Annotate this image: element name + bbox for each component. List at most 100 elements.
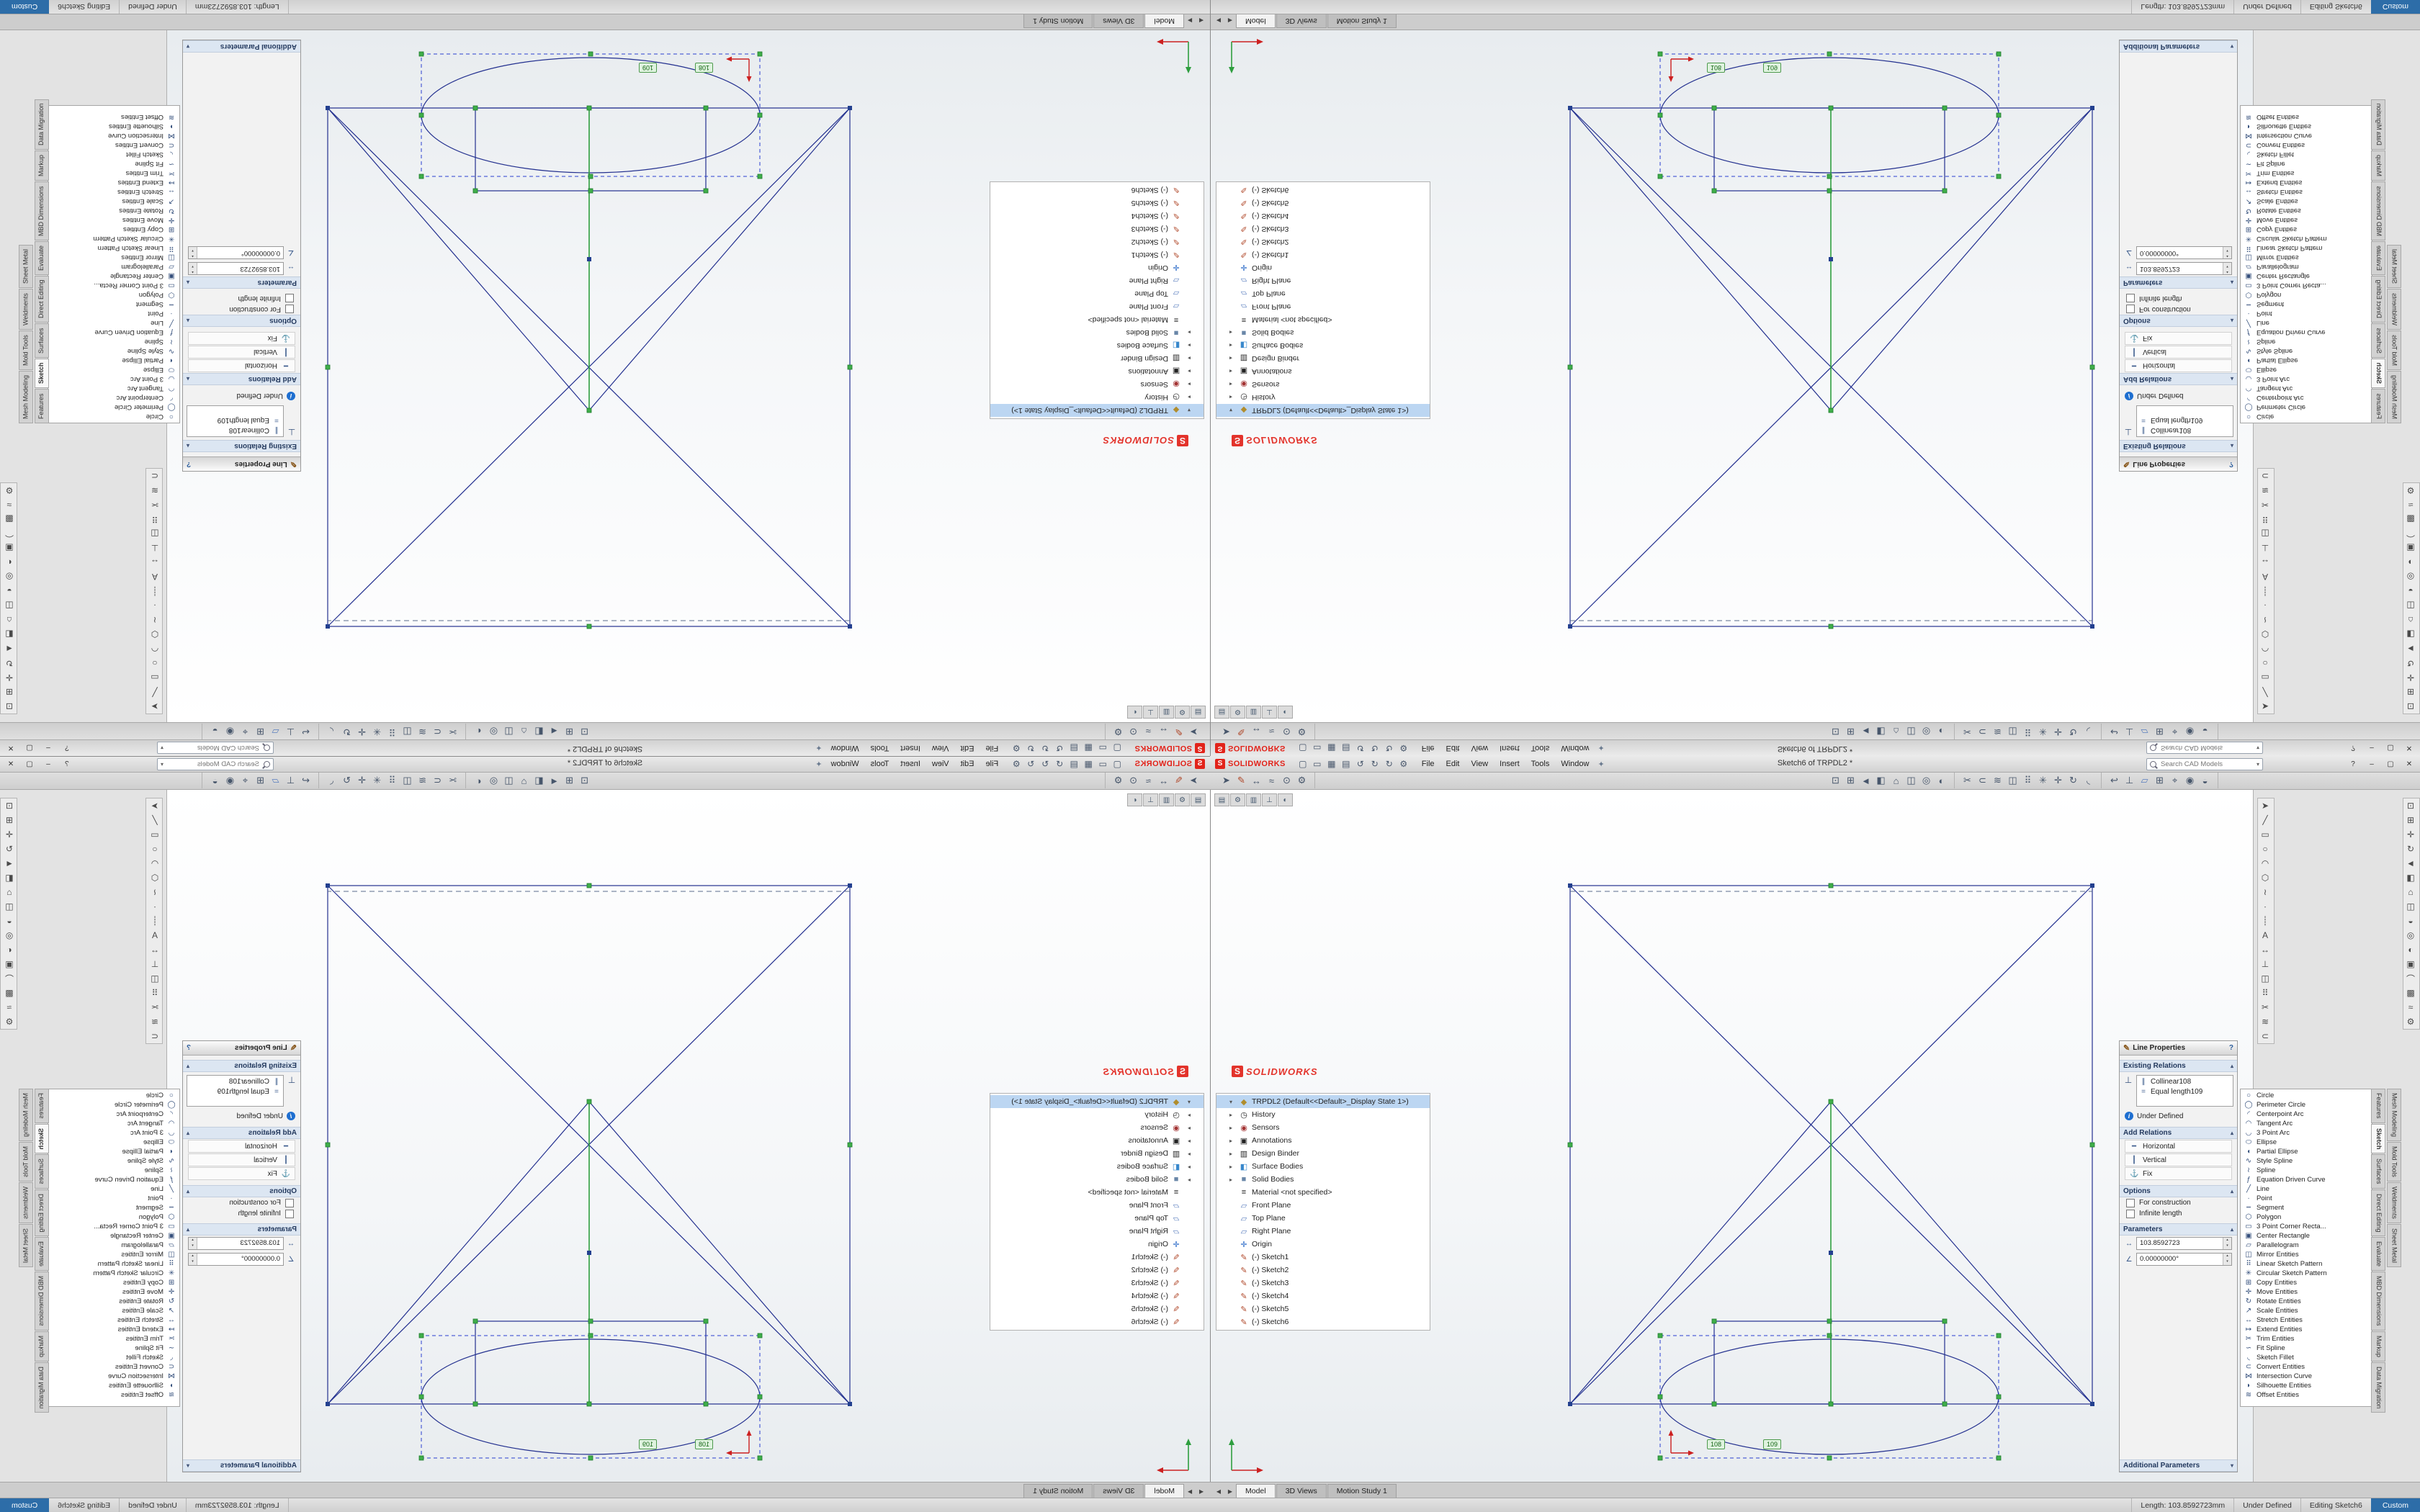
arc-icon[interactable]: ◠: [151, 644, 159, 654]
expand-arrow-icon[interactable]: ▸: [1187, 1111, 1191, 1118]
save-icon[interactable]: ▦: [1327, 759, 1336, 769]
menu-item[interactable]: Window: [1561, 760, 1590, 768]
shadows-icon[interactable]: ◒: [6, 586, 12, 596]
rectangle-icon[interactable]: ▭: [151, 672, 159, 683]
checkbox-icon[interactable]: [2126, 305, 2135, 314]
command-item[interactable]: ◠ Tangent Arc: [2241, 1119, 2372, 1128]
menu-item[interactable]: Edit: [1446, 744, 1460, 752]
command-tab[interactable]: Mold Tools: [2386, 1142, 2401, 1182]
sketch-triangle-line[interactable]: [327, 107, 590, 411]
maximize-button[interactable]: ▢: [26, 760, 33, 768]
tree-item[interactable]: ✎ (-) Sketch4: [1216, 1290, 1430, 1302]
trim-entities-icon[interactable]: ✂: [1963, 775, 1971, 786]
camera-icon[interactable]: ◉: [225, 726, 235, 737]
pin-menu-icon[interactable]: ✦: [815, 760, 823, 769]
command-item[interactable]: ◠ Tangent Arc: [2241, 384, 2372, 393]
normal-to-icon[interactable]: ⊥: [2125, 775, 2134, 786]
relation-badge[interactable]: 108: [694, 63, 713, 73]
section-view-icon[interactable]: ◧: [5, 629, 14, 639]
print-icon[interactable]: ▤: [1070, 743, 1078, 753]
command-item[interactable]: ⊞ Copy Entities: [48, 1278, 179, 1287]
command-item[interactable]: ⋈ Intersection Curve: [48, 131, 179, 140]
option-checkbox-row[interactable]: For construction: [183, 1197, 300, 1208]
offset-icon[interactable]: ≋: [151, 485, 159, 495]
sketch-ellipse[interactable]: [1659, 1338, 1999, 1455]
section-additional-parameters[interactable]: Additional Parameters ▾: [2120, 40, 2237, 53]
snap-icon[interactable]: ⌖: [242, 726, 248, 737]
menu-item[interactable]: View: [931, 744, 949, 752]
command-item[interactable]: ▭ 3 Point Corner Recta...: [2241, 1222, 2372, 1231]
text-icon[interactable]: A: [2262, 572, 2268, 582]
move-entities-icon[interactable]: ✛: [2054, 775, 2062, 786]
command-item[interactable]: ∿ Style Spline: [48, 346, 179, 356]
command-item[interactable]: ◗ Silhouette Entities: [2241, 1381, 2372, 1390]
command-item[interactable]: ▭ 3 Point Corner Recta...: [2241, 281, 2372, 290]
measure-icon[interactable]: ⌒: [5, 528, 14, 539]
circular-sketch-pattern-icon[interactable]: ✳: [373, 775, 381, 786]
point-icon[interactable]: ∙: [153, 901, 156, 912]
rotate-entities-icon[interactable]: ↻: [343, 726, 351, 737]
command-item[interactable]: ≋ Offset Entities: [2241, 112, 2372, 122]
hide-show-icon[interactable]: ◎: [489, 726, 498, 737]
relation-item[interactable]: ∥ Collinear108: [2138, 426, 2232, 436]
configurationmanager-tab-icon[interactable]: ▥: [1246, 793, 1261, 806]
configurationmanager-tab-icon[interactable]: ▥: [1159, 793, 1174, 806]
command-item[interactable]: ∙ Point: [2241, 309, 2372, 318]
parameter-input[interactable]: 0.00000000° ▴▾: [188, 246, 284, 259]
command-item[interactable]: ◯ Perimeter Circle: [2241, 1100, 2372, 1110]
add-relation-button[interactable]: ⚓ Fix: [188, 1167, 295, 1180]
command-item[interactable]: ↻ Rotate Entities: [48, 1297, 179, 1306]
displaymanager-tab-icon[interactable]: ◐: [1278, 793, 1293, 806]
command-item[interactable]: ◡ 3 Point Arc: [2241, 374, 2372, 384]
text-icon[interactable]: A: [152, 572, 158, 582]
section-add-relations[interactable]: Add Relations ▴: [2120, 373, 2237, 385]
print-icon[interactable]: ▤: [1070, 759, 1078, 769]
options-icon[interactable]: ⚙: [1399, 759, 1408, 769]
dimension-icon[interactable]: ↔: [151, 945, 159, 955]
sketch-canvas[interactable]: [1210, 30, 2420, 723]
options-icon[interactable]: ⚙: [1012, 759, 1021, 769]
offset-icon[interactable]: ≋: [151, 1017, 159, 1027]
tree-item[interactable]: ▸ ◉ Sensors: [1216, 378, 1430, 391]
view-orientation-icon[interactable]: ⌂: [6, 887, 12, 897]
relation-icon[interactable]: ⊥: [2261, 543, 2269, 553]
view-orientation-icon[interactable]: ⌂: [521, 775, 527, 786]
offset-entities-icon[interactable]: ≋: [1994, 775, 2002, 786]
shadows-icon[interactable]: ◒: [212, 775, 218, 786]
tree-item[interactable]: ▱ Top Plane: [990, 1212, 1204, 1225]
expand-arrow-icon[interactable]: ▸: [1229, 1163, 1233, 1170]
convert-icon[interactable]: ⊂: [2261, 1031, 2269, 1041]
appearance-icon[interactable]: ◐: [2408, 557, 2414, 567]
tree-item[interactable]: ✎ (-) Sketch4: [990, 210, 1204, 222]
rotate-view-icon[interactable]: ↻: [5, 844, 14, 854]
display-style-icon[interactable]: ◫: [2406, 600, 2415, 611]
command-item[interactable]: ◫ Mirror Entities: [2241, 1250, 2372, 1259]
new-file-icon[interactable]: ▢: [1299, 759, 1307, 769]
command-tab[interactable]: Evaluate: [2371, 1237, 2385, 1272]
smart-dimension-icon[interactable]: ↔: [1159, 775, 1168, 786]
dimension-icon[interactable]: ↔: [2261, 557, 2269, 567]
tab-scroll-left-icon[interactable]: ◀: [1198, 17, 1204, 24]
command-tab[interactable]: Markup: [2371, 150, 2385, 181]
existing-relations-list[interactable]: ∥ Collinear108 = Equal length109: [2136, 405, 2233, 437]
command-item[interactable]: ∽ Fit Spline: [48, 1344, 179, 1353]
shadows-icon[interactable]: ◒: [212, 726, 218, 737]
normal-to-icon[interactable]: ⊥: [2125, 726, 2134, 737]
expand-arrow-icon[interactable]: ▾: [1229, 407, 1233, 414]
close-button[interactable]: ✕: [7, 760, 14, 768]
menu-item[interactable]: Tools: [870, 744, 889, 752]
move-entities-icon[interactable]: ✛: [358, 775, 366, 786]
tree-item[interactable]: ▸ ◧ Surface Bodies: [1216, 1160, 1430, 1173]
parameter-input[interactable]: 103.8592723 ▴▾: [188, 1237, 284, 1250]
hide-show-icon[interactable]: ◎: [1922, 775, 1931, 786]
command-item[interactable]: ↔ Stretch Entities: [2241, 187, 2372, 197]
mirror-icon[interactable]: ◫: [151, 973, 159, 984]
view-orientation-icon[interactable]: ⌂: [2408, 887, 2414, 897]
expand-arrow-icon[interactable]: ▸: [1187, 394, 1191, 401]
relation-icon[interactable]: ⊥: [151, 959, 159, 969]
tree-item[interactable]: ✛ Origin: [990, 1238, 1204, 1251]
dimxpertmanager-tab-icon[interactable]: ⊥: [1143, 706, 1158, 719]
command-item[interactable]: ◜ Centerpoint Arc: [48, 1110, 179, 1119]
command-item[interactable]: ∙ Point: [48, 309, 179, 318]
options-icon[interactable]: ⚙: [5, 1017, 14, 1027]
